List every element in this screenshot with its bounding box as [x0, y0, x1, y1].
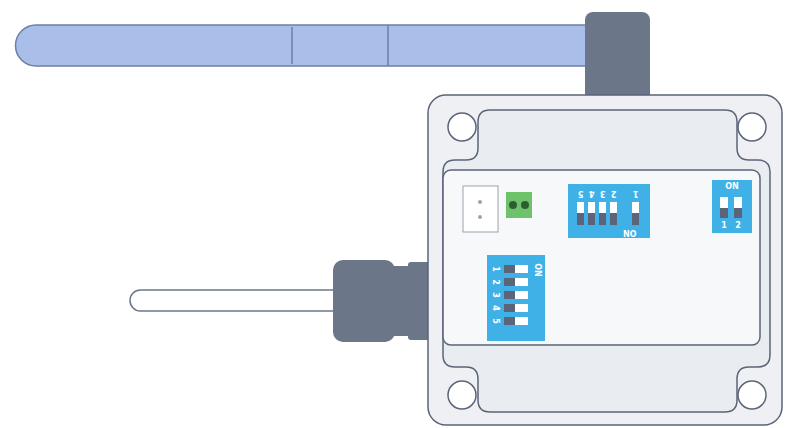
switch-on-label: ON	[623, 228, 637, 236]
switch-on-label: ON	[533, 263, 541, 277]
switch-number: 4	[589, 189, 595, 197]
switch-number: 1	[633, 189, 639, 197]
dip-switch-right	[712, 180, 752, 233]
switch-number: 1	[721, 222, 727, 230]
dip-switch-top	[568, 184, 650, 238]
switch-number: 1	[491, 266, 499, 272]
switch-number: 2	[735, 222, 741, 230]
antenna	[16, 12, 650, 104]
dip-switch-left	[487, 255, 545, 341]
cable-gland	[130, 260, 430, 342]
switch-number: 5	[491, 318, 499, 324]
switch-on-label: ON	[725, 183, 739, 191]
enclosure	[428, 95, 782, 425]
switch-number: 4	[491, 305, 499, 311]
switch-number: 2	[611, 189, 617, 197]
switch-number: 3	[600, 189, 606, 197]
switch-number: 5	[578, 189, 584, 197]
board-connectors	[463, 186, 532, 232]
switch-number: 2	[491, 279, 499, 285]
switch-number: 3	[491, 292, 499, 298]
